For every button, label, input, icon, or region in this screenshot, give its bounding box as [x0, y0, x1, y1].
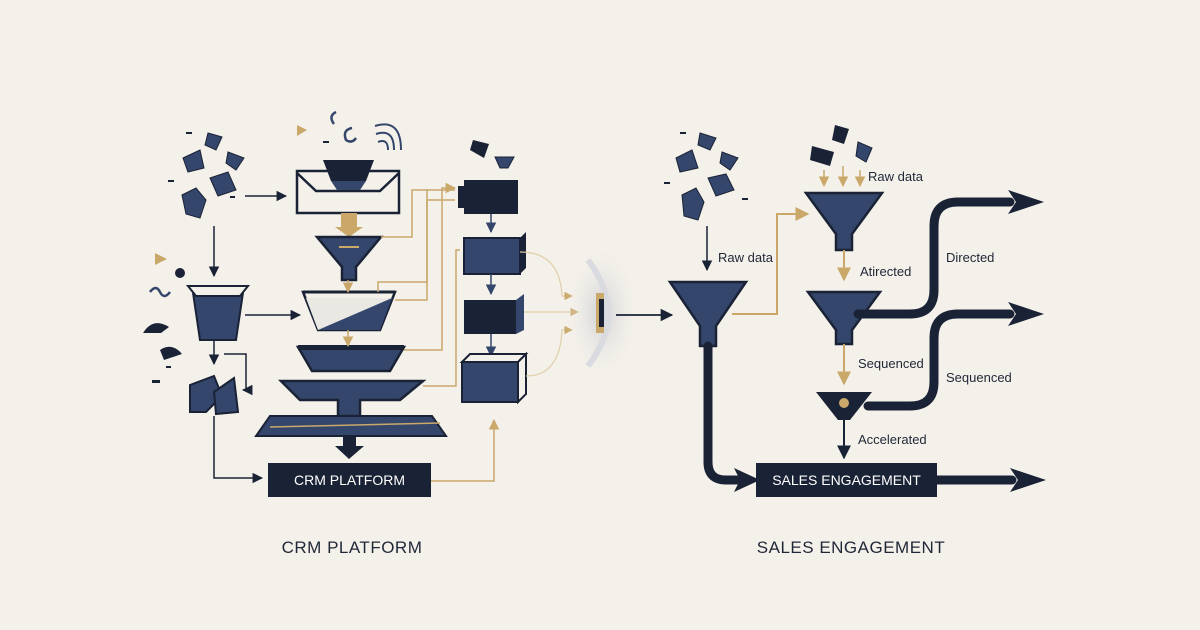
crm-platform-box-label: CRM PLATFORM: [294, 472, 405, 488]
arrowhead-sequenced: [1008, 302, 1044, 326]
fragment-shape: [374, 123, 402, 151]
fragment-shape: [160, 346, 182, 360]
crm-base-plate: [254, 415, 448, 459]
fragment-shape: [230, 196, 235, 198]
crm-hopper: [295, 160, 401, 237]
crm-stage-3: [295, 345, 407, 373]
fragment-shape: [149, 286, 171, 298]
gold-routing-lines: [342, 182, 500, 482]
sales-engagement-box: [756, 463, 937, 497]
fragment-shape: [323, 141, 329, 143]
fragment-shape: [297, 125, 307, 136]
left-connectors: [208, 190, 302, 484]
fragment-shape: [209, 171, 237, 197]
crm-stage-4: [277, 379, 427, 418]
fragment-shape: [143, 323, 169, 333]
sales-engagement-box-label: SALES ENGAGEMENT: [772, 472, 921, 488]
fragment-shape: [186, 132, 192, 134]
pipe-sequenced: [863, 309, 1015, 411]
sequenced-label-right: Sequenced: [946, 370, 1012, 385]
top-fragments: [810, 125, 873, 166]
fragment-shape: [152, 380, 160, 383]
process-block-2: [463, 232, 526, 275]
directed-label: Directed: [946, 250, 994, 265]
fragment-shape: [168, 180, 174, 182]
arrowhead-accelerated: [1010, 468, 1046, 492]
funnel-sequence: [816, 392, 872, 420]
arrowhead-directed: [1008, 190, 1044, 214]
middle-fragments: [470, 140, 515, 169]
arrowhead-engagement-in: [734, 468, 760, 492]
crm-platform-caption: CRM PLATFORM: [282, 538, 423, 557]
fragment-shape: [182, 149, 205, 173]
attracted-label: Atirected: [860, 264, 911, 279]
process-block-4: [459, 351, 529, 405]
process-block-3: [464, 294, 524, 334]
crm-funnel-1: [314, 235, 384, 282]
crm-stage-2: [301, 290, 397, 332]
right-raw-fragments: [664, 132, 748, 221]
pipe-intake-to-engagement: [703, 341, 743, 485]
sales-engagement-caption: SALES ENGAGEMENT: [757, 538, 945, 557]
fragment-shape: [175, 268, 185, 278]
funnel-attract: [803, 191, 885, 252]
process-block-1: [458, 180, 518, 214]
fragment-shape: [343, 126, 358, 143]
intake-funnel: [667, 280, 749, 348]
fragment-shape: [204, 132, 223, 151]
raw-data-label-left: Raw data: [718, 250, 774, 265]
intake-to-funnel-gold-line: [732, 207, 810, 315]
lens-gateway: [564, 243, 640, 383]
funnel-direct: [805, 290, 883, 346]
raw-data-gold-arrows: [818, 166, 866, 188]
left-intake-bin: [185, 285, 251, 341]
output-arrowheads: [734, 190, 1046, 492]
fragment-shape: [181, 187, 207, 219]
left-broken-block: [189, 374, 240, 416]
sequenced-label-center: Sequenced: [858, 356, 924, 371]
pipe-directed: [853, 197, 1015, 319]
fragment-shape: [155, 253, 167, 265]
raw-data-label-top: Raw data: [868, 169, 924, 184]
crm-platform-box: [268, 463, 431, 497]
accelerated-label: Accelerated: [858, 432, 927, 447]
fragment-shape: [225, 151, 245, 171]
fragment-shape: [375, 131, 395, 151]
fragment-shape: [377, 140, 389, 151]
fragment-shape: [166, 366, 171, 368]
left-raw-fragments: [143, 110, 402, 383]
fragment-shape: [330, 110, 337, 125]
